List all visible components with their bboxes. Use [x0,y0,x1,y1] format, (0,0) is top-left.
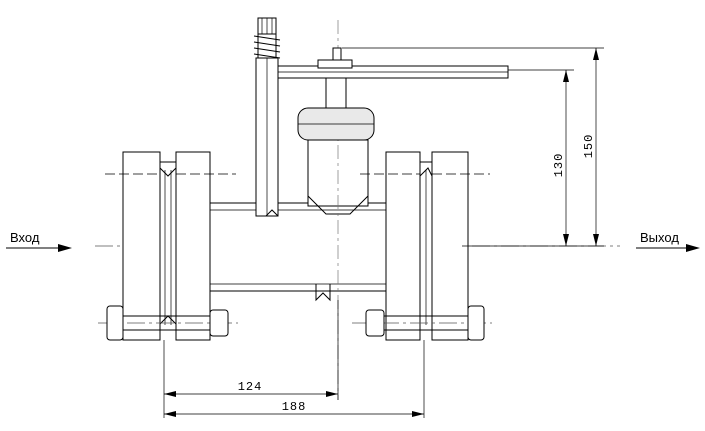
handwheel-hub [297,47,375,141]
dimension-label-150: 150 [582,134,596,159]
dimension-height-130: 130 [462,69,574,247]
dimension-label-188: 188 [282,400,307,414]
left-flange-outer [105,151,161,341]
right-flange-inner [360,151,433,341]
valve-body [204,202,391,302]
outlet-label: Выход [640,230,679,245]
handle-lever [267,59,509,79]
dimension-label-130: 130 [552,153,566,178]
left-flange-inner [159,151,236,341]
spring-coil [253,17,281,59]
dimension-height-150: 150 [342,47,604,247]
inlet-arrow [58,244,72,252]
inlet-label: Вход [10,230,40,245]
outlet-indicator: Выход [636,230,700,252]
dimension-width-188: 188 [164,340,425,418]
inlet-indicator: Вход [6,230,72,252]
spring-post [253,17,281,217]
dimension-label-124: 124 [238,380,263,394]
dimension-width-124: 124 [163,300,339,418]
left-bolt [98,305,238,341]
outlet-arrow [686,244,700,252]
right-bolt [352,305,492,341]
